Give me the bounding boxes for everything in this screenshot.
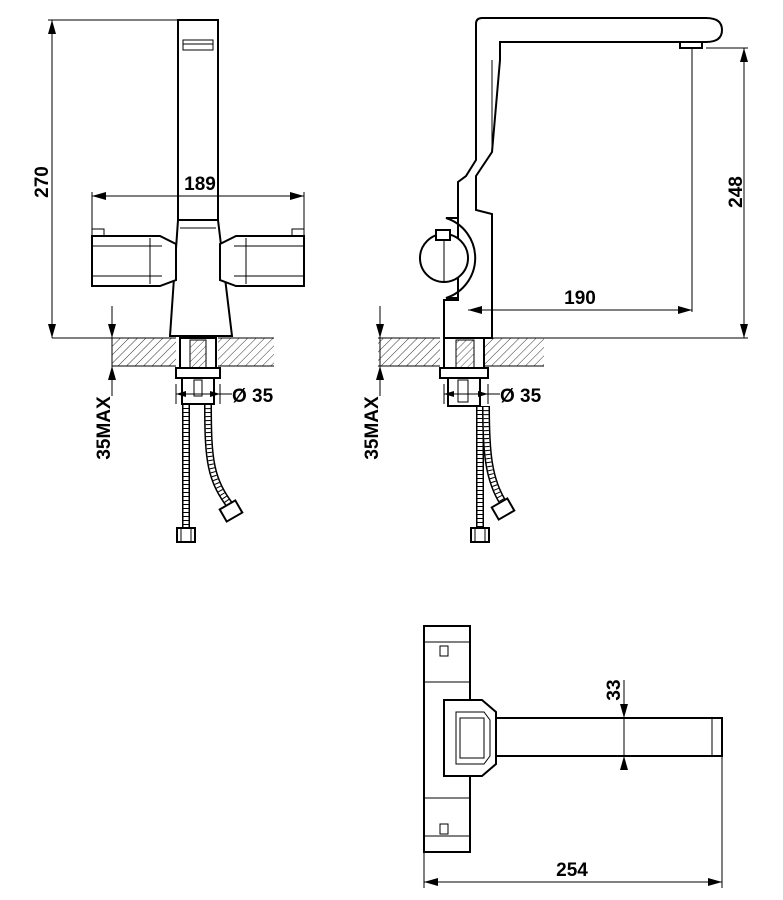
front-thickness-label: 35MAX — [94, 396, 115, 460]
front-spout-column — [177, 19, 219, 221]
front-hoses — [176, 403, 244, 543]
front-thickness-dimension: 35MAX — [94, 306, 116, 460]
side-reach-dimension: 190 — [468, 48, 693, 314]
top-spout — [495, 717, 723, 757]
side-thickness-label: 35MAX — [362, 396, 383, 460]
side-mounting-shank — [439, 337, 489, 407]
top-length-label: 254 — [556, 860, 588, 881]
side-reach-label: 190 — [564, 288, 596, 309]
side-hole-label: Ø 35 — [500, 386, 542, 407]
side-height-dimension: 248 — [706, 47, 748, 338]
front-height-dimension: 270 — [32, 19, 178, 338]
front-hole-label: Ø 35 — [232, 386, 274, 407]
front-right-handle — [219, 228, 305, 287]
side-height-label: 248 — [726, 176, 747, 208]
top-offset-dimension: 33 — [604, 679, 628, 770]
top-offset-label: 33 — [604, 679, 625, 700]
front-view: 270 189 35MAX Ø 35 — [32, 19, 305, 543]
side-hoses — [470, 405, 516, 543]
front-hole-dimension: Ø 35 — [175, 384, 274, 407]
side-spout — [443, 17, 724, 339]
top-body — [443, 699, 497, 777]
front-height-label: 270 — [32, 166, 53, 198]
top-view: 33 254 — [423, 625, 723, 888]
side-hole-dimension: Ø 35 — [443, 384, 542, 407]
front-left-handle — [91, 228, 177, 287]
front-width-dimension: 189 — [91, 174, 305, 236]
side-view: 248 190 35MAX Ø 35 — [362, 17, 748, 543]
top-length-dimension: 254 — [423, 756, 723, 888]
front-width-label: 189 — [184, 174, 216, 195]
front-faucet-body — [168, 219, 234, 337]
side-handle-knob — [419, 217, 477, 299]
front-mounting-shank — [175, 337, 221, 405]
side-thickness-dimension: 35MAX — [362, 306, 384, 460]
